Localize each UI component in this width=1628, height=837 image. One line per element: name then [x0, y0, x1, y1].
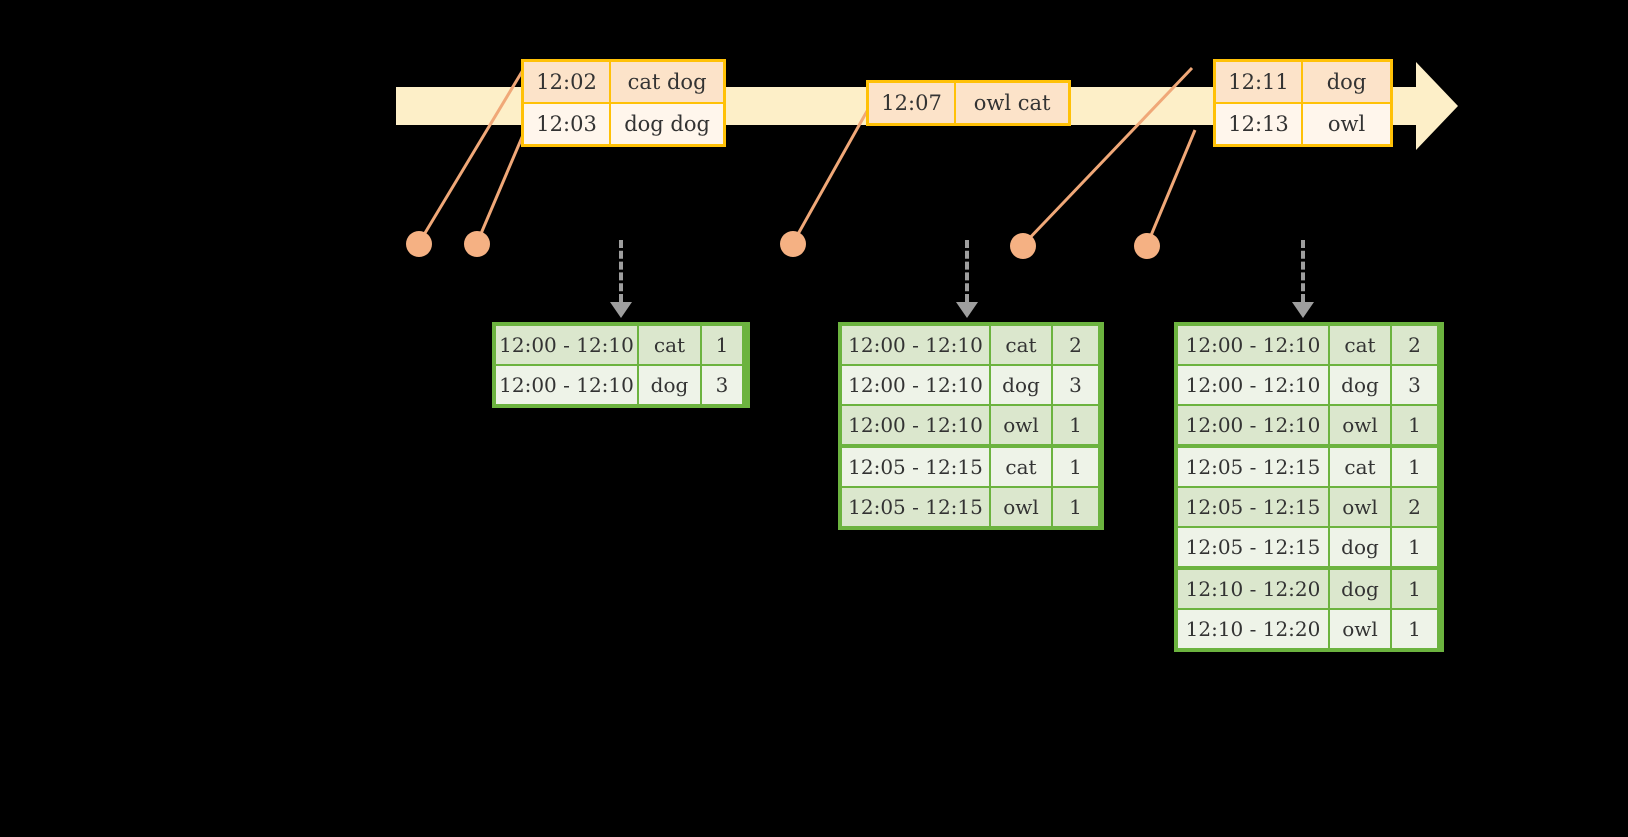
window-cell: 12:05 - 12:15 [842, 488, 991, 526]
event-card-3[interactable]: 12:11 dog 12:13 owl [1213, 59, 1393, 147]
count-cell: 3 [1053, 366, 1098, 404]
table-row: 12:00 - 12:10 dog 3 [1178, 364, 1440, 404]
snapshot-table-2[interactable]: 12:00 - 12:10 cat 2 12:00 - 12:10 dog 3 … [838, 322, 1104, 530]
count-cell: 3 [702, 366, 742, 404]
event-time: 12:02 [524, 62, 612, 102]
window-cell: 12:00 - 12:10 [842, 326, 991, 364]
event-time: 12:07 [869, 83, 957, 123]
key-cell: owl [991, 406, 1053, 444]
key-cell: dog [639, 366, 702, 404]
count-cell: 2 [1392, 488, 1437, 526]
window-cell: 12:00 - 12:10 [496, 326, 639, 364]
event-row: 12:13 owl [1216, 102, 1390, 144]
event-dot-2[interactable] [464, 231, 490, 257]
key-cell: dog [1330, 366, 1392, 404]
snapshot-table-1[interactable]: 12:00 - 12:10 cat 1 12:00 - 12:10 dog 3 [492, 322, 750, 408]
window-cell: 12:05 - 12:15 [842, 448, 991, 486]
event-dot-5[interactable] [1134, 233, 1160, 259]
event-payload: dog [1303, 62, 1390, 102]
key-cell: owl [1330, 406, 1392, 444]
window-group: 12:00 - 12:10 cat 1 12:00 - 12:10 dog 3 [496, 326, 746, 404]
event-payload: owl [1327, 112, 1366, 136]
event-dot-3[interactable] [780, 231, 806, 257]
table-row: 12:05 - 12:15 dog 1 [1178, 526, 1440, 566]
window-cell: 12:10 - 12:20 [1178, 610, 1330, 648]
event-payload: dog dog [624, 112, 710, 136]
event-time: 12:03 [524, 104, 612, 144]
table-row: 12:00 - 12:10 dog 3 [496, 364, 746, 404]
event-card-2[interactable]: 12:07 owl cat [866, 80, 1071, 126]
window-cell: 12:00 - 12:10 [842, 406, 991, 444]
key-cell: owl [1330, 488, 1392, 526]
count-cell: 1 [1053, 448, 1098, 486]
key-cell: owl [991, 488, 1053, 526]
key-cell: dog [1330, 570, 1392, 608]
count-cell: 1 [1053, 406, 1098, 444]
event-time: 12:11 [1216, 62, 1304, 102]
window-cell: 12:00 - 12:10 [1178, 326, 1330, 364]
window-cell: 12:05 - 12:15 [1178, 528, 1330, 566]
table-row: 12:00 - 12:10 owl 1 [842, 404, 1100, 444]
count-cell: 1 [702, 326, 742, 364]
count-cell: 1 [1392, 570, 1437, 608]
count-cell: 2 [1053, 326, 1098, 364]
table-row: 12:10 - 12:20 dog 1 [1178, 570, 1440, 608]
table-row: 12:00 - 12:10 cat 2 [1178, 326, 1440, 364]
table-row: 12:05 - 12:15 owl 1 [842, 486, 1100, 526]
event-payload: cat dog [611, 62, 723, 102]
count-cell: 2 [1392, 326, 1437, 364]
window-group: 12:10 - 12:20 dog 1 12:10 - 12:20 owl 1 [1178, 566, 1440, 648]
window-cell: 12:00 - 12:10 [1178, 366, 1330, 404]
key-cell: dog [1330, 528, 1392, 566]
event-row: 12:03 dog dog [524, 102, 723, 144]
event-payload: owl cat [956, 83, 1068, 123]
count-cell: 1 [1392, 528, 1437, 566]
count-cell: 1 [1053, 488, 1098, 526]
right-arrow-icon [1416, 62, 1458, 150]
key-cell: cat [1330, 448, 1392, 486]
event-row: 12:11 dog [1216, 62, 1390, 102]
snapshot-arrow-3 [1292, 240, 1314, 318]
snapshot-arrow-1 [610, 240, 632, 318]
event-row: 12:02 cat dog [524, 62, 723, 102]
snapshot-arrow-2 [956, 240, 978, 318]
window-cell: 12:00 - 12:10 [1178, 406, 1330, 444]
key-cell: cat [1330, 326, 1392, 364]
table-row: 12:05 - 12:15 cat 1 [842, 448, 1100, 486]
event-time: 12:13 [1216, 104, 1304, 144]
event-dot-4[interactable] [1010, 233, 1036, 259]
key-cell: cat [991, 326, 1053, 364]
count-cell: 1 [1392, 406, 1437, 444]
snapshot-table-3[interactable]: 12:00 - 12:10 cat 2 12:00 - 12:10 dog 3 … [1174, 322, 1444, 652]
window-group: 12:05 - 12:15 cat 1 12:05 - 12:15 owl 2 … [1178, 444, 1440, 566]
event-dot-1[interactable] [406, 231, 432, 257]
key-cell: cat [991, 448, 1053, 486]
count-cell: 3 [1392, 366, 1437, 404]
window-cell: 12:10 - 12:20 [1178, 570, 1330, 608]
key-cell: dog [991, 366, 1053, 404]
window-group: 12:00 - 12:10 cat 2 12:00 - 12:10 dog 3 … [1178, 326, 1440, 444]
table-row: 12:00 - 12:10 cat 2 [842, 326, 1100, 364]
table-row: 12:05 - 12:15 owl 2 [1178, 486, 1440, 526]
key-cell: owl [1330, 610, 1392, 648]
count-cell: 1 [1392, 610, 1437, 648]
key-cell: cat [639, 326, 702, 364]
window-cell: 12:05 - 12:15 [1178, 448, 1330, 486]
table-row: 12:00 - 12:10 owl 1 [1178, 404, 1440, 444]
window-cell: 12:00 - 12:10 [842, 366, 991, 404]
window-cell: 12:00 - 12:10 [496, 366, 639, 404]
window-group: 12:00 - 12:10 cat 2 12:00 - 12:10 dog 3 … [842, 326, 1100, 444]
event-card-1[interactable]: 12:02 cat dog 12:03 dog dog [521, 59, 726, 147]
table-row: 12:00 - 12:10 cat 1 [496, 326, 746, 364]
window-cell: 12:05 - 12:15 [1178, 488, 1330, 526]
event-row: 12:07 owl cat [869, 83, 1068, 123]
table-row: 12:00 - 12:10 dog 3 [842, 364, 1100, 404]
table-row: 12:10 - 12:20 owl 1 [1178, 608, 1440, 648]
count-cell: 1 [1392, 448, 1437, 486]
window-group: 12:05 - 12:15 cat 1 12:05 - 12:15 owl 1 [842, 444, 1100, 526]
table-row: 12:05 - 12:15 cat 1 [1178, 448, 1440, 486]
